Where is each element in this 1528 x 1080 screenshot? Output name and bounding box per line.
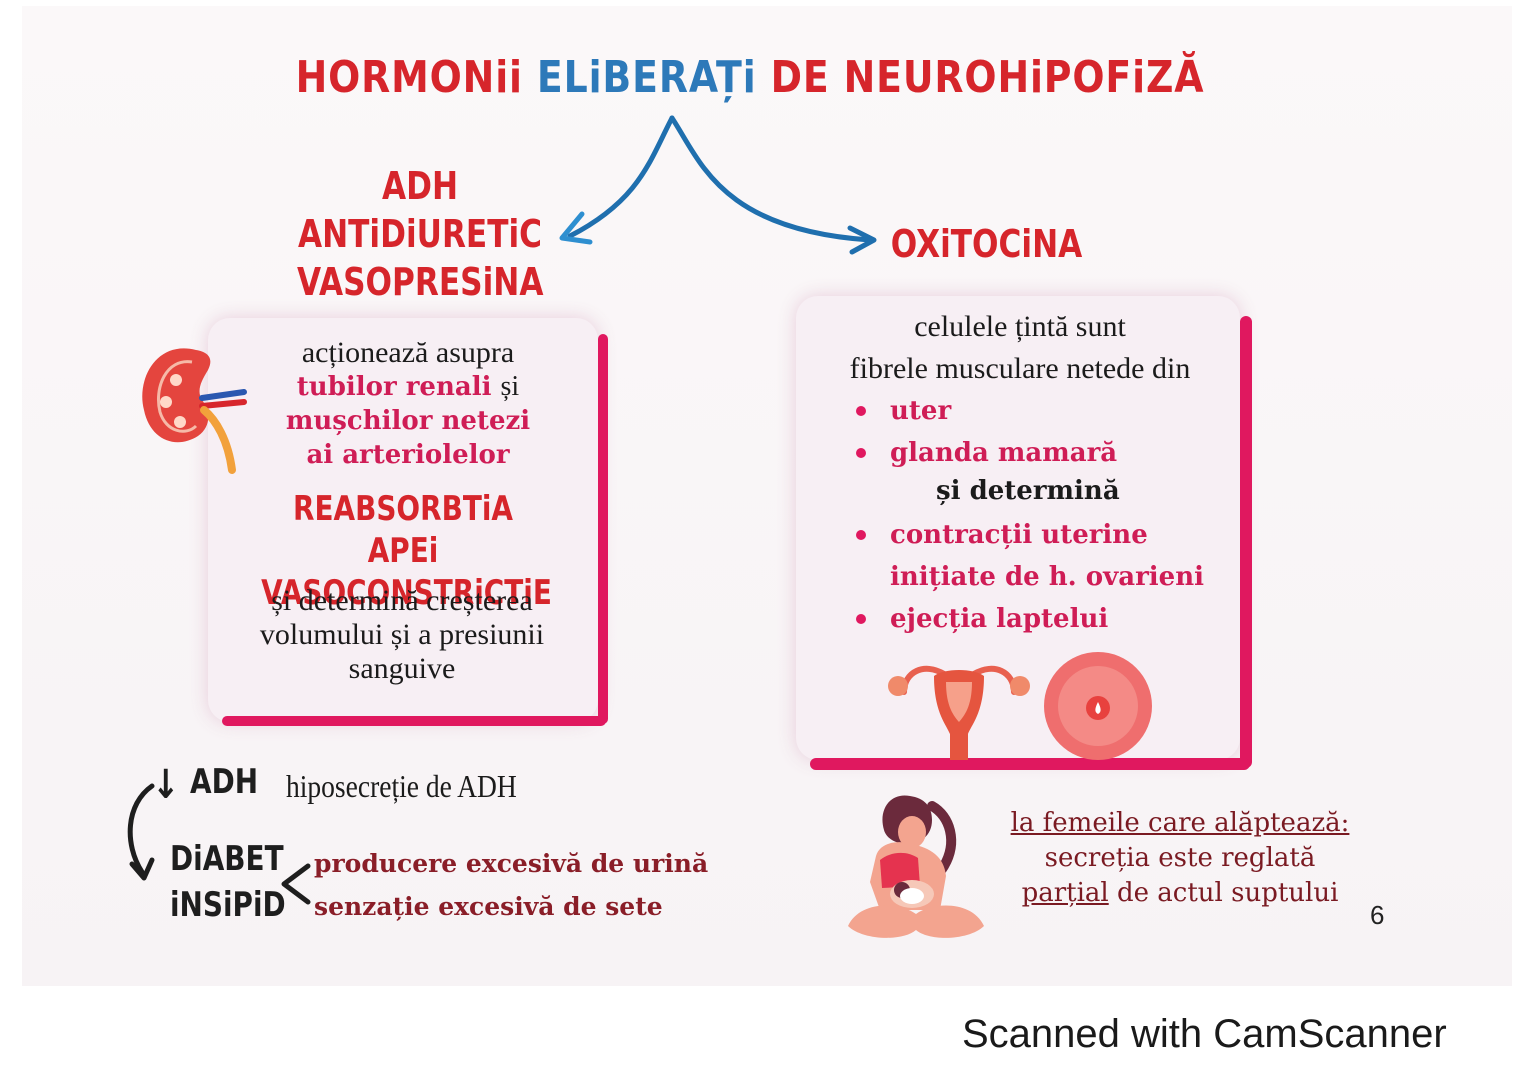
oxitocina-card-edge-right xyxy=(1240,316,1252,768)
adh-target-3: ai arteriolelor xyxy=(306,440,510,470)
symptom-2: senzație excesivă de sete xyxy=(314,892,663,921)
target-uter: uter xyxy=(890,396,952,426)
effect-2: ejecția laptelui xyxy=(890,604,1109,634)
note-line-3-rest: de actul suptului xyxy=(1108,878,1339,908)
adh-heading: ADH ANTiDiURETiC VASOPRESiNA xyxy=(297,162,543,306)
adh-heading-line-2: ANTiDiURETiC xyxy=(297,212,543,256)
oxitocina-connector: și determină xyxy=(936,476,1120,506)
page-number: 6 xyxy=(1370,900,1385,930)
disease-line-1: DiABET xyxy=(170,839,284,879)
adh-heading-line-3: VASOPRESiNA xyxy=(297,260,544,304)
oxitocina-intro: celulele țintă sunt fibrele musculare ne… xyxy=(810,310,1230,386)
note-line-3-underlined: parțial xyxy=(1021,878,1109,908)
adh-effect-1: REABSORBTiA APEi xyxy=(293,489,513,571)
title-part-2: ELiBERAȚi xyxy=(536,52,757,103)
branch-chevron-icon xyxy=(281,863,311,905)
down-arrow-icon: ↓ xyxy=(152,762,180,808)
adh-card xyxy=(208,318,598,722)
note-line-2: secreția este reglată xyxy=(1044,843,1316,873)
curved-arrow-icon xyxy=(127,783,155,881)
adh-card-edge-right xyxy=(598,334,608,724)
adh-effects: REABSORBTiA APEi VASOCONSTRiCTiE xyxy=(261,488,552,614)
adh-heading-line-1: ADH xyxy=(381,164,459,208)
bullet-dot xyxy=(856,406,866,416)
arrow-to-adh xyxy=(567,115,675,239)
adh-target-1-text: tubilor renali xyxy=(296,372,492,402)
oxitocina-effects-list: contracții uterine inițiate de h. ovarie… xyxy=(856,518,1236,636)
adh-result-line-3: sanguive xyxy=(348,652,456,685)
oxitocina-intro-line-1: celulele țintă sunt xyxy=(914,310,1126,343)
oxitocina-intro-line-2: fibrele musculare netede din xyxy=(849,352,1191,385)
list-item: ejecția laptelui xyxy=(856,602,1236,636)
oxitocina-targets-list: uter glanda mamară xyxy=(856,394,1236,470)
list-item: contracții uterine inițiate de h. ovarie… xyxy=(856,518,1236,594)
arrow-to-oxitocina-head xyxy=(847,225,877,255)
symptoms-list: producere excesivă de urină senzație exc… xyxy=(314,842,708,928)
target-glanda-mamara: glanda mamară xyxy=(890,438,1118,468)
bullet-dot xyxy=(856,530,866,540)
adh-result: și determină creșterea volumului și a pr… xyxy=(220,584,584,686)
oxitocina-card-edge-bottom xyxy=(810,758,1250,770)
symptom-1: producere excesivă de urină xyxy=(314,849,709,878)
effect-1-line-2: inițiate de h. ovarieni xyxy=(890,562,1204,592)
adh-card-edge-bottom xyxy=(222,716,606,726)
disease-name: DiABET iNSiPiD xyxy=(170,836,286,928)
adh-target-1: tubilor renali și xyxy=(228,370,588,404)
note-line-3: parțial de actul suptului xyxy=(990,876,1370,911)
disease-line-2: iNSiPiD xyxy=(170,885,286,925)
breastfeeding-note: la femeile care alăptează: secreția este… xyxy=(990,806,1370,911)
page-title: HORMONii ELiBERAȚi DE NEUROHiPOFiZĂ xyxy=(105,52,1395,103)
list-item: uter xyxy=(856,394,1236,428)
list-item: glanda mamară xyxy=(856,436,1236,470)
oxitocina-heading: OXiTOCiNA xyxy=(890,222,1083,266)
bullet-dot xyxy=(856,614,866,624)
mammary-gland-icon xyxy=(1044,652,1152,760)
effect-1-line-1: contracții uterine xyxy=(890,520,1148,550)
title-part-1: HORMONii xyxy=(295,52,523,103)
adh-target-1-suffix: și xyxy=(500,371,520,402)
note-line-1: la femeile care alăptează: xyxy=(1010,808,1350,838)
adh-intro: acționează asupra xyxy=(301,336,515,369)
adh-result-line-1: și determină creșterea xyxy=(271,584,533,617)
arrow-to-oxitocina xyxy=(669,115,873,243)
uterus-icon xyxy=(888,665,1030,760)
arrow-to-adh-head xyxy=(559,211,593,245)
title-part-3: DE NEUROHiPOFiZĂ xyxy=(770,52,1205,103)
breastfeeding-mother-icon xyxy=(848,795,984,938)
bullet-dot xyxy=(856,448,866,458)
deficit-description: hiposecreție de ADH xyxy=(286,768,517,804)
adh-target-2: mușchilor netezi xyxy=(285,406,531,436)
kidney-icon xyxy=(142,348,247,474)
adh-result-line-2: volumului și a presiunii xyxy=(259,618,545,651)
adh-effect-2: VASOCONSTRiCTiE xyxy=(261,573,552,613)
camscanner-watermark: Scanned with CamScanner xyxy=(962,1012,1447,1056)
deficit-label: ADH xyxy=(190,762,259,802)
effect-1: contracții uterine inițiate de h. ovarie… xyxy=(890,518,1204,594)
